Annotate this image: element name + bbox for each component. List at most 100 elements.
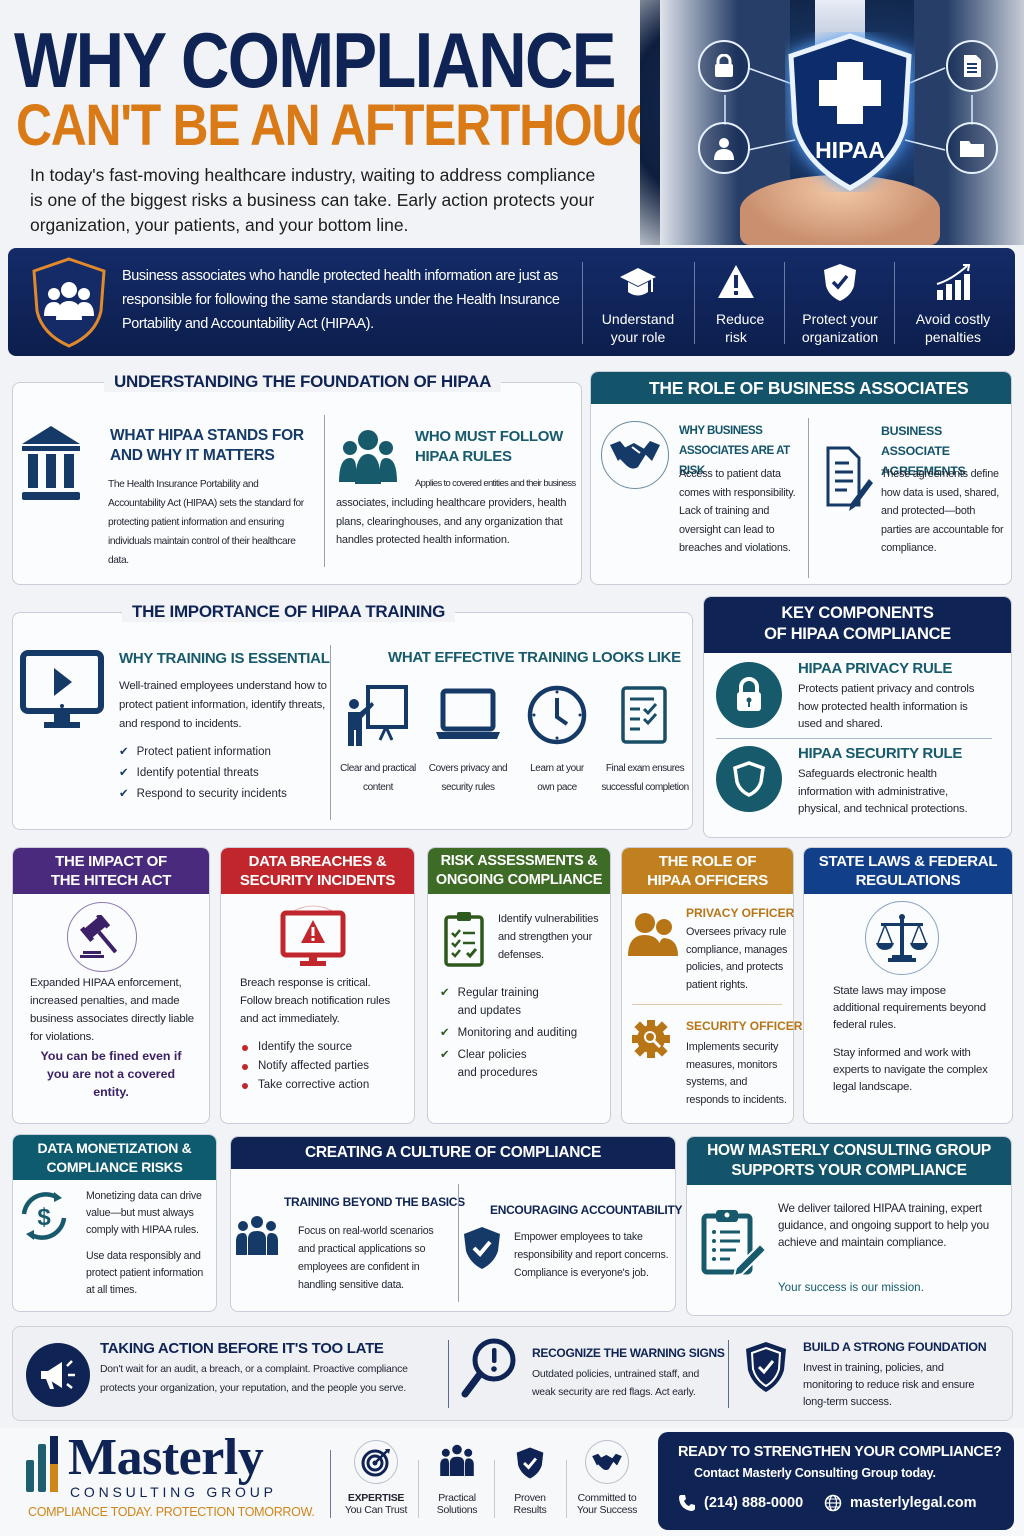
- security-rule-body: Safeguards electronic health information…: [798, 768, 968, 815]
- globe-icon: [824, 1494, 842, 1512]
- hero-title-line1: WHY COMPLIANCE: [14, 16, 616, 104]
- training-title: THE IMPORTANCE OF HIPAA TRAINING: [122, 602, 456, 622]
- website-link[interactable]: masterlylegal.com: [824, 1494, 977, 1512]
- monetization-card: DATA MONETIZATION &COMPLIANCE RISKS: [12, 1134, 217, 1312]
- action-body: Don't wait for an audit, a breach, or a …: [100, 1364, 408, 1394]
- feature-avoid-penalties: Avoid costly penalties: [904, 262, 1002, 346]
- scales-icon: [865, 901, 939, 975]
- value-proven-results: Proven Results: [498, 1440, 562, 1516]
- dollar-cycle-icon: $: [21, 1192, 67, 1240]
- shield-check-icon: [516, 1447, 544, 1479]
- monitor-warning-icon: [280, 905, 346, 966]
- hitech-body: Expanded HIPAA enforcement, increased pe…: [30, 977, 194, 1043]
- hitech-highlight: You can be fined even if you are not a c…: [40, 1049, 182, 1099]
- value-practical: Practical Solutions: [424, 1440, 490, 1516]
- check-item: ✔Monitoring and auditing: [440, 1027, 578, 1039]
- who-must-follow-heading: WHO MUST FOLLOW HIPAA RULES: [415, 428, 563, 465]
- why-training-checklist: ✔Protect patient information ✔Identify p…: [119, 742, 287, 805]
- risk-body: Identify vulnerabilities and strengthen …: [498, 913, 599, 961]
- team-icon: [440, 1444, 474, 1476]
- who-must-follow-body-first: Applies to covered entities and their bu…: [415, 477, 576, 488]
- privacy-rule-body: Protects patient privacy and controls ho…: [798, 683, 975, 730]
- logo-bars-icon: [26, 1436, 58, 1492]
- hero-image: HIPAA: [640, 0, 1024, 245]
- feature-protect-organization: Protect your organization: [792, 262, 888, 346]
- who-must-follow-body: associates, including healthcare provide…: [336, 497, 567, 546]
- accountability-body: Empower employees to take responsibility…: [514, 1231, 669, 1279]
- bullet-item: Notify affected parties: [242, 1057, 369, 1076]
- check-item: ✔Respond to security incidents: [119, 788, 287, 800]
- ba-risk-body: Access to patient data comes with respon…: [679, 468, 796, 554]
- training-beyond-heading: TRAINING BEYOND THE BASICS: [284, 1195, 465, 1209]
- shield-check-icon: [464, 1227, 500, 1269]
- logo-name: Masterly: [68, 1429, 264, 1486]
- business-associates-card: THE ROLE OF BUSINESS ASSOCIATES: [590, 371, 1012, 585]
- hero-title-line2: CAN'T BE AN AFTERTHOUGHT: [16, 93, 729, 158]
- accountability-heading: ENCOURAGING ACCOUNTABILITY: [490, 1203, 683, 1217]
- gear-search-icon: [632, 1020, 670, 1058]
- clipboard-check-icon: [444, 912, 484, 967]
- why-training-heading: WHY TRAINING IS ESSENTIAL: [119, 650, 330, 667]
- breaches-title: DATA BREACHES &SECURITY INCIDENTS: [221, 848, 414, 894]
- feature-reduce-risk: Reduce risk: [690, 262, 782, 346]
- monetization-body1: Monetizing data can drive value—but must…: [86, 1190, 202, 1236]
- privacy-rule-heading: HIPAA PRIVACY RULE: [798, 660, 953, 677]
- cta-subtitle: Contact Masterly Consulting Group today.: [694, 1466, 936, 1480]
- warning-signs-body: Outdated policies, untrained staff, and …: [532, 1369, 700, 1398]
- masterly-support-body: We deliver tailored HIPAA training, expe…: [778, 1202, 989, 1249]
- svg-text:HIPAA: HIPAA: [815, 137, 885, 163]
- phone-link[interactable]: (214) 888-0000: [678, 1494, 803, 1512]
- foundation-card: [12, 382, 582, 585]
- megaphone-icon: [26, 1343, 90, 1407]
- monetization-title: DATA MONETIZATION &COMPLIANCE RISKS: [13, 1135, 216, 1180]
- lock-icon: [716, 662, 782, 728]
- risk-title: RISK ASSESSMENTS &ONGOING COMPLIANCE: [428, 848, 610, 894]
- culture-card: CREATING A CULTURE OF COMPLIANCE: [230, 1136, 676, 1312]
- masterly-support-tagline: Your success is our mission.: [778, 1281, 924, 1294]
- svg-text:$: $: [37, 1204, 51, 1231]
- graduation-cap-icon: [620, 268, 656, 296]
- culture-title: CREATING A CULTURE OF COMPLIANCE: [231, 1137, 675, 1169]
- presenter-icon: [348, 685, 408, 746]
- business-associate-banner: Business associates who handle protected…: [8, 248, 1015, 356]
- security-rule-heading: HIPAA SECURITY RULE: [798, 745, 963, 762]
- magnifier-alert-icon: [461, 1338, 516, 1398]
- check-item: ✔Identify potential threats: [119, 767, 259, 779]
- security-officer-body: Implements security measures, monitors s…: [686, 1041, 787, 1106]
- footer-tagline: COMPLIANCE TODAY. PROTECTION TOMORROW.: [28, 1505, 315, 1519]
- bullet-item: Take corrective action: [242, 1076, 369, 1095]
- effective-item-label: Final exam ensures successful completion: [601, 763, 689, 793]
- why-training-body: Well-trained employees understand how to…: [119, 680, 327, 730]
- connector-lines: [724, 67, 973, 151]
- state-laws-body2: Stay informed and work with experts to n…: [833, 1047, 988, 1093]
- bullet-item: Identify the source: [242, 1038, 369, 1057]
- handshake-icon: [601, 421, 669, 489]
- monitor-play-icon: [20, 650, 104, 728]
- effective-item-label: Learn at your own pace: [530, 763, 584, 793]
- shield-check-icon: [824, 264, 856, 301]
- warning-signs-heading: RECOGNIZE THE WARNING SIGNS: [532, 1346, 725, 1360]
- breaches-bullets: Identify the source Notify affected part…: [242, 1038, 369, 1095]
- hands: [740, 175, 940, 245]
- hero-intro: In today's fast-moving healthcare indust…: [30, 165, 596, 235]
- people-shield-icon: [32, 257, 106, 348]
- foundation-heading: BUILD A STRONG FOUNDATION: [803, 1340, 987, 1354]
- phone-icon: [679, 1495, 695, 1511]
- document-icon: [946, 40, 998, 92]
- value-expertise: EXPERTISE You Can Trust: [340, 1440, 412, 1516]
- action-heading: TAKING ACTION BEFORE IT'S TOO LATE: [100, 1340, 384, 1357]
- team-icon: [236, 1216, 278, 1255]
- training-beyond-body: Focus on real-world scenarios and practi…: [298, 1225, 434, 1291]
- logo-subtitle: CONSULTING GROUP: [70, 1484, 277, 1500]
- officers-icon: [628, 913, 678, 956]
- warning-icon: [718, 265, 754, 298]
- monetization-body2: Use data responsibly and protect patient…: [86, 1250, 204, 1296]
- security-officer-heading: SECURITY OFFICER: [686, 1019, 803, 1033]
- check-item: ✔Clear policies and procedures: [440, 1049, 538, 1079]
- business-associates-title: THE ROLE OF BUSINESS ASSOCIATES: [591, 372, 1011, 404]
